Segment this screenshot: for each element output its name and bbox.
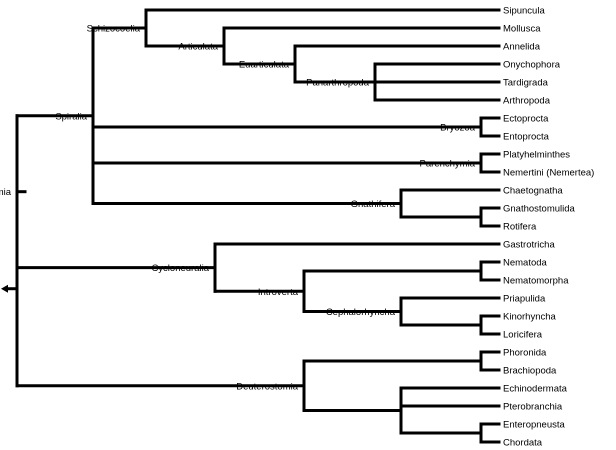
clade-label-protostomia: Protostomia — [0, 187, 12, 198]
leaf-label-kinorhyncha: Kinorhyncha — [503, 312, 557, 323]
tree-labels: SipunculaMolluscaAnnelidaOnychophoraTard… — [0, 6, 594, 449]
leaf-label-chordata: Chordata — [503, 438, 543, 449]
leaf-label-entoprocta: Entoprocta — [503, 132, 550, 143]
clade-label-schizocoelia: Schizocoelia — [87, 24, 141, 35]
leaf-label-enteropneusta: Enteropneusta — [503, 420, 566, 431]
leaf-label-sipuncula: Sipuncula — [503, 6, 545, 17]
leaf-label-annelida: Annelida — [503, 42, 541, 53]
leaf-label-nematoda: Nematoda — [503, 258, 548, 269]
leaf-label-nematomorpha: Nematomorpha — [503, 276, 569, 287]
leaf-label-onychophora: Onychophora — [503, 60, 561, 71]
clade-label-panarthropoda: Panarthropoda — [306, 78, 370, 89]
leaf-label-phoronida: Phoronida — [503, 348, 547, 359]
clade-label-parenchymia: Parenchymia — [420, 159, 476, 170]
clade-label-euarticulata: Euarticulata — [239, 60, 290, 71]
clade-label-cephalorhyncha: Cephalorhyncha — [326, 307, 396, 318]
leaf-label-rotifera: Rotifera — [503, 222, 537, 233]
leaf-label-brachiopoda: Brachiopoda — [503, 366, 557, 377]
leaf-label-ectoprocta: Ectoprocta — [503, 114, 549, 125]
leaf-label-gastrotricha: Gastrotricha — [503, 240, 555, 251]
leaf-label-priapulida: Priapulida — [503, 294, 546, 305]
leaf-label-pterobranchia: Pterobranchia — [503, 402, 563, 413]
leaf-label-chaetognatha: Chaetognatha — [503, 186, 563, 197]
clade-label-spiralia: Spiralia — [55, 111, 87, 122]
leaf-label-arthropoda: Arthropoda — [503, 96, 551, 107]
clade-label-bryozoa: Bryozoa — [440, 123, 476, 134]
clade-label-introverta: Introverta — [258, 287, 299, 298]
leaf-label-loricifera: Loricifera — [503, 330, 543, 341]
leaf-label-tardigrada: Tardigrada — [503, 78, 549, 89]
root-arrow-icon — [1, 284, 8, 293]
clade-label-gnathifera: Gnathifera — [351, 199, 396, 210]
tree-branches — [1, 8, 501, 444]
leaf-label-gnathostomulida: Gnathostomulida — [503, 204, 576, 215]
clade-label-cycloneuralia: Cycloneuralia — [151, 263, 209, 274]
leaf-label-platyhelminthes: Platyhelminthes — [503, 150, 570, 161]
leaf-label-echinodermata: Echinodermata — [503, 384, 568, 395]
clade-label-articulata: Articulata — [178, 42, 218, 53]
clade-label-deuterostomia: Deuterostomia — [236, 381, 298, 392]
leaf-label-mollusca: Mollusca — [503, 24, 541, 35]
leaf-label-nemertini-nemertea: Nemertini (Nemertea) — [503, 168, 594, 179]
